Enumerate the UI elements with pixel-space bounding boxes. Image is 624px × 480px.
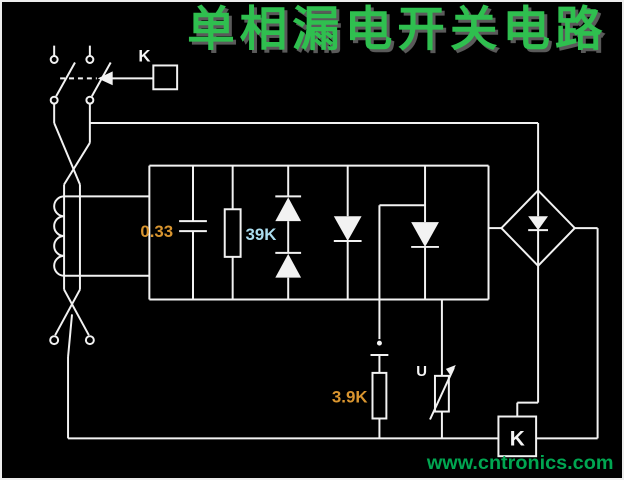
capacitor-c1: 0.33: [140, 165, 207, 300]
diode-d2: [275, 251, 302, 300]
watermark: www.cntronics.com: [426, 452, 614, 474]
diode-d3: [333, 165, 362, 300]
bridge-rectifier: [500, 188, 577, 268]
resistor-r2-label: 3.9K: [332, 388, 368, 407]
capacitor-label: 0.33: [140, 222, 173, 241]
diode-d1: [275, 165, 302, 253]
output-terminal-right: [84, 335, 95, 346]
main-loop: [148, 164, 502, 301]
resistor-r2: 3.9K: [332, 371, 388, 439]
resistor-r1-label: 39K: [246, 225, 277, 244]
current-transformer: [49, 184, 150, 346]
dc-side-wires: [516, 227, 599, 440]
mains-input-wires: [53, 45, 91, 56]
varistor-arrow-icon: [445, 364, 456, 376]
relay-label: K: [510, 427, 525, 450]
output-terminal-left: [49, 335, 60, 346]
breaker-label: K: [138, 46, 150, 65]
trip-linkage: [60, 71, 154, 86]
test-button: [370, 205, 389, 373]
resistor-r1: 39K: [223, 165, 277, 300]
page-title: 单相漏电开关电路: [187, 4, 607, 57]
neutral-return-wire: [67, 314, 74, 439]
relay-coil-box: K: [497, 415, 538, 458]
phase-wires: [53, 103, 540, 191]
resistor-r2-body: [371, 371, 388, 420]
varistor-ru: U: [416, 299, 456, 439]
breaker-pole-left: [49, 55, 76, 105]
button-contact-dot: [376, 340, 382, 346]
varistor-label: U: [416, 364, 427, 380]
arrow-left-icon: [97, 71, 113, 86]
transformer-winding: [53, 195, 65, 277]
trip-coil-box: K: [138, 46, 179, 91]
thyristor-scr: [379, 165, 439, 300]
resistor-r1-body: [223, 208, 242, 258]
